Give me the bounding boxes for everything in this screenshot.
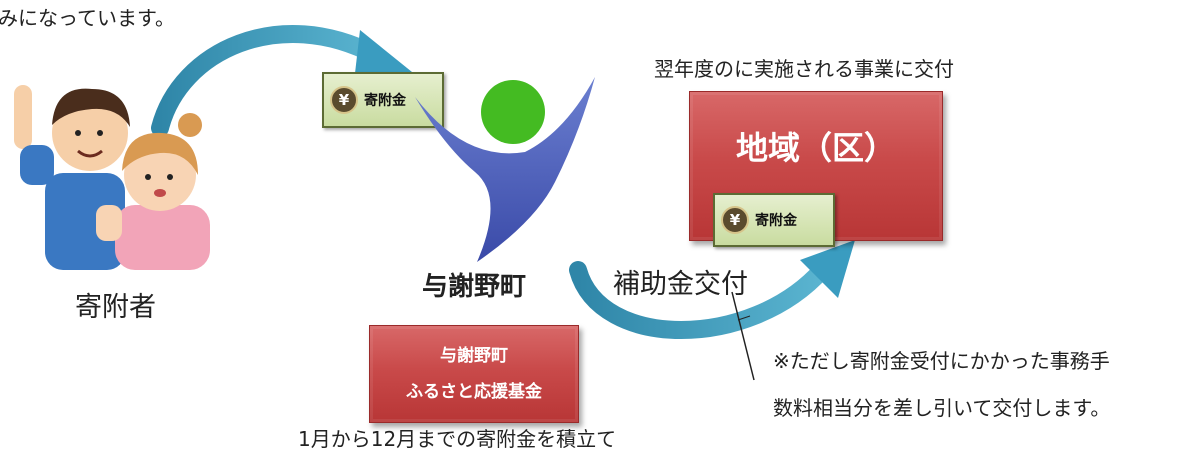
fund-box: 与謝野町 ふるさと応援基金 xyxy=(369,325,579,423)
yen-coin-icon: ¥ xyxy=(330,86,358,114)
fund-caption: 1月から12月までの寄附金を積立て xyxy=(298,427,617,451)
region-caption: 翌年度のに実施される事業に交付 xyxy=(654,57,954,81)
donation-money-note: ¥ 寄附金 xyxy=(322,72,444,128)
region-box-label: 地域（区） xyxy=(735,129,896,167)
yen-coin-icon: ¥ xyxy=(721,206,749,234)
donation-arrow xyxy=(151,24,412,137)
money-note-label: 寄附金 xyxy=(755,213,797,229)
money-note-label: 寄附金 xyxy=(364,93,406,109)
subsidy-label: 補助金交付 xyxy=(613,269,748,300)
fund-box-line2: ふるさと応援基金 xyxy=(406,382,542,402)
note-line-1: ※ただし寄附金受付にかかった事務手 xyxy=(773,349,1110,373)
town-logo-icon xyxy=(415,77,595,262)
town-label: 与謝野町 xyxy=(422,272,527,302)
note-pointer-line xyxy=(731,291,755,381)
subsidy-arrow xyxy=(569,240,855,339)
fund-box-line1: 与謝野町 xyxy=(440,346,508,366)
donor-label: 寄附者 xyxy=(75,292,156,323)
region-money-note: ¥ 寄附金 xyxy=(713,193,835,247)
donor-people-illustration xyxy=(14,85,210,270)
note-line-2: 数料相当分を差し引いて交付します。 xyxy=(773,396,1111,420)
intro-text: みになっています。 xyxy=(0,6,175,30)
